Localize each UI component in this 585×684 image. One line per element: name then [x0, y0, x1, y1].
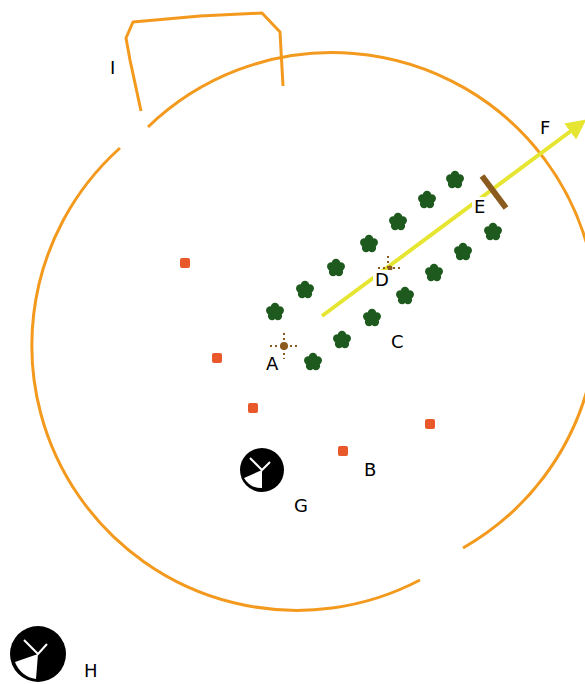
tree-lobe — [450, 175, 460, 185]
axis-arrow — [322, 122, 583, 316]
tree-lobe — [488, 227, 498, 237]
mound-symbol — [10, 626, 66, 682]
tree-symbol — [425, 264, 443, 281]
callout-letter: E — [472, 197, 487, 217]
tree-symbol — [327, 259, 345, 276]
tree-lobe — [400, 291, 410, 301]
enclosure-bank — [148, 53, 585, 548]
tree-lobe — [458, 247, 468, 257]
tree-symbol — [389, 213, 407, 230]
tree-symbol — [296, 281, 314, 298]
callout-letter: D — [373, 270, 391, 290]
callout-letter: H — [82, 661, 100, 681]
marker-centre — [280, 342, 288, 350]
annex-outline — [126, 13, 283, 111]
tree-lobe — [364, 239, 374, 249]
tree-lobe — [422, 195, 432, 205]
callout-letter: B — [362, 460, 378, 480]
tree-lobe — [367, 313, 377, 323]
tree-symbol — [454, 243, 472, 260]
stone-dots — [180, 258, 435, 456]
tree-symbol — [396, 287, 414, 304]
tree-lobe — [331, 263, 341, 273]
tree-lobe — [308, 357, 318, 367]
tree-avenue — [266, 171, 502, 370]
tree-lobe — [393, 217, 403, 227]
tree-symbol — [304, 353, 322, 370]
tree-symbol — [363, 309, 381, 326]
callout-letter: C — [389, 332, 406, 352]
tree-symbol — [333, 331, 351, 348]
mound-symbol — [240, 448, 284, 492]
tree-symbol — [266, 303, 284, 320]
callout-letter: I — [108, 58, 117, 78]
callout-letter: F — [538, 118, 552, 138]
enclosure-bank — [32, 148, 420, 610]
marker-cross — [270, 256, 402, 359]
tree-symbol — [360, 235, 378, 252]
tree-symbol — [446, 171, 464, 188]
tree-symbol — [418, 191, 436, 208]
tree-lobe — [270, 307, 280, 317]
tree-symbol — [484, 223, 502, 240]
tree-lobe — [337, 335, 347, 345]
callout-letter: G — [292, 496, 310, 516]
tree-lobe — [300, 285, 310, 295]
tree-lobe — [429, 268, 439, 278]
callout-letter: A — [264, 354, 280, 374]
